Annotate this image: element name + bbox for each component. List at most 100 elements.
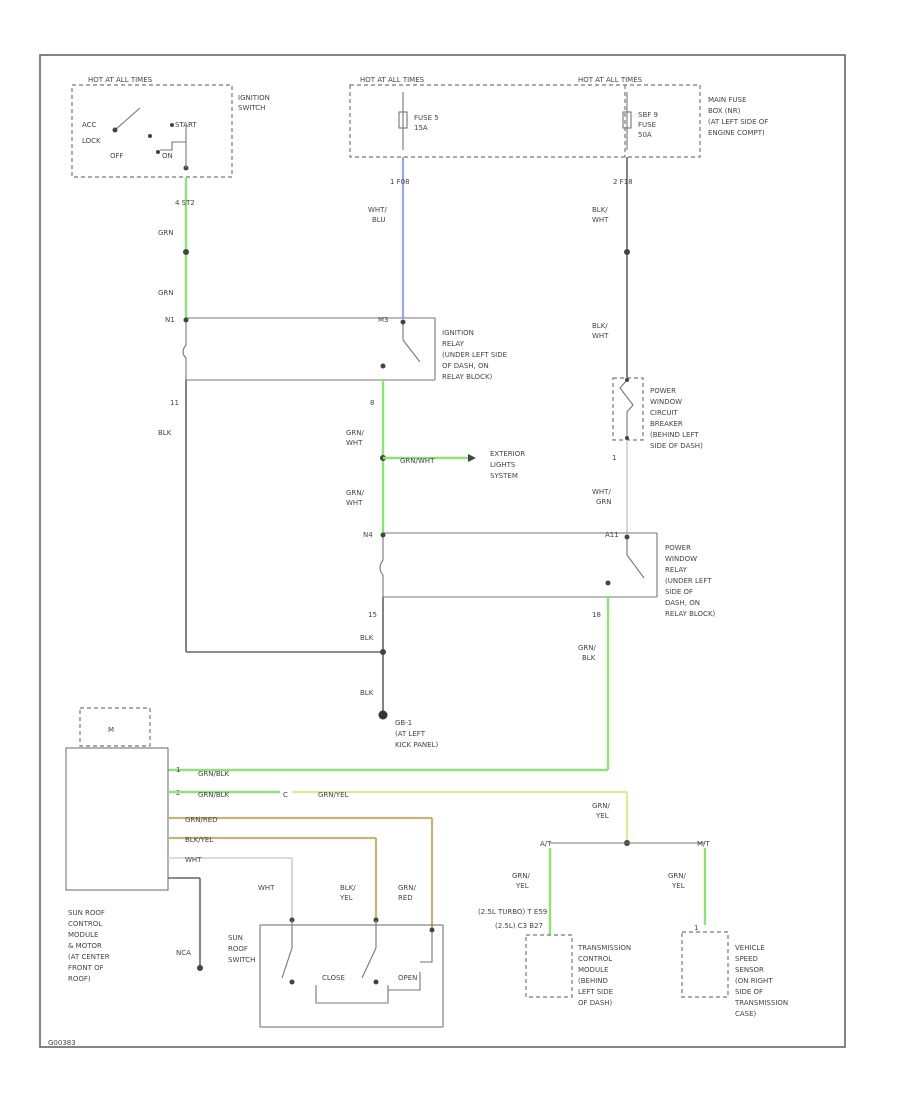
wire-label-grn-red: GRN/RED bbox=[185, 816, 218, 824]
wire-label-blk-wht-1a: BLK/ bbox=[592, 206, 608, 214]
wire-label-blk-1: BLK bbox=[158, 429, 172, 437]
wire-label-grn-yel-4b: YEL bbox=[671, 882, 685, 890]
close-label: CLOSE bbox=[322, 974, 345, 982]
wire-label-wht-grn-b: GRN bbox=[596, 498, 612, 506]
conn-sbf9-label: 2 F18 bbox=[613, 178, 633, 186]
open-label: OPEN bbox=[398, 974, 417, 982]
wire-label-grn-wht-2a: GRN/ bbox=[346, 489, 365, 497]
pw-breaker-label-1: POWER bbox=[650, 387, 676, 395]
wire-label-grn-yel: GRN/YEL bbox=[318, 791, 349, 799]
wire-label-grn-1: GRN bbox=[158, 229, 174, 237]
pw-relay-label-7: RELAY BLOCK) bbox=[665, 610, 716, 618]
turbo-note-2: (2.5L) C3 B27 bbox=[495, 922, 543, 930]
pw-relay-pin-left: N4 bbox=[363, 531, 373, 539]
ign-relay-label-4: OF DASH, ON bbox=[442, 362, 489, 370]
wire-label-grn-blk-b: BLK bbox=[582, 654, 596, 662]
sunroof-switch-label-1: SUN bbox=[228, 934, 243, 942]
pw-relay-label-1: POWER bbox=[665, 544, 691, 552]
diagram-frame bbox=[39, 54, 846, 1048]
breaker-pin-label: 1 bbox=[612, 454, 616, 462]
tcm-label-4: (BEHIND bbox=[578, 977, 608, 985]
ignition-switch-label-2: SWITCH bbox=[238, 104, 265, 112]
vss-label-5: SIDE OF bbox=[735, 988, 763, 996]
wire-label-wht-2: WHT bbox=[258, 884, 275, 892]
fuse-box: HOT AT ALL TIMES HOT AT ALL TIMES FUSE 5… bbox=[349, 76, 768, 158]
pw-relay-label-2: WINDOW bbox=[665, 555, 697, 563]
splice-at-label: A/T bbox=[540, 840, 552, 848]
sunroof-switch-label-2: ROOF bbox=[228, 945, 248, 953]
hot-label-ignition: HOT AT ALL TIMES bbox=[88, 76, 153, 84]
tcm-label-1: TRANSMISSION bbox=[577, 944, 631, 952]
fuse5-amp: 15A bbox=[414, 124, 428, 132]
tcm-label-2: CONTROL bbox=[578, 955, 612, 963]
module-label-2: CONTROL bbox=[68, 920, 102, 928]
main-fuse-box-label-4: ENGINE COMPT) bbox=[708, 129, 765, 137]
off-label: OFF bbox=[110, 152, 124, 160]
module-label-5: (AT CENTER bbox=[68, 953, 110, 961]
wire-label-blk-2: BLK bbox=[360, 634, 374, 642]
acc-label: ACC bbox=[82, 121, 97, 129]
transmission-control-module: TRANSMISSION CONTROL MODULE (BEHIND LEFT… bbox=[525, 934, 631, 1007]
pin-18-label: 18 bbox=[592, 611, 601, 619]
pin-15-label: 15 bbox=[368, 611, 377, 619]
wire-label-grn-yel-3b: YEL bbox=[515, 882, 529, 890]
sunroof-switch-label-3: SWITCH bbox=[228, 956, 255, 964]
tcm-label-6: OF DASH) bbox=[578, 999, 613, 1007]
vss-label-6: TRANSMISSION bbox=[734, 999, 788, 1007]
wire-label-blk-yel: BLK/YEL bbox=[185, 836, 213, 844]
module-label-1: SUN ROOF bbox=[68, 909, 105, 917]
wire-label-grn-blk-3: GRN/BLK bbox=[198, 791, 230, 799]
wire-label-grn-yel-3a: GRN/ bbox=[512, 872, 531, 880]
pw-breaker-label-5: (BEHIND LEFT bbox=[650, 431, 699, 439]
wire-label-blk-yel-2b: YEL bbox=[339, 894, 353, 902]
wire-label-grn-yel-2b: YEL bbox=[595, 812, 609, 820]
power-window-relay: N4 A11 POWER WINDOW RELAY (UNDER LEFT SI… bbox=[363, 531, 716, 618]
wire-label-blk-yel-2a: BLK/ bbox=[340, 884, 356, 892]
wire-label-grn-wht-2b: WHT bbox=[346, 499, 363, 507]
connector-c: C bbox=[283, 791, 288, 799]
wire-label-grn-blk-a: GRN/ bbox=[578, 644, 597, 652]
exterior-label-3: SYSTEM bbox=[490, 472, 518, 480]
vss-label-3: SENSOR bbox=[735, 966, 764, 974]
pin-11-label: 11 bbox=[170, 399, 179, 407]
pw-relay-label-4: (UNDER LEFT bbox=[665, 577, 712, 585]
wire-label-blk-wht-2a: BLK/ bbox=[592, 322, 608, 330]
pw-relay-label-6: DASH, ON bbox=[665, 599, 700, 607]
wire-label-grn-2: GRN bbox=[158, 289, 174, 297]
ign-relay-label-5: RELAY BLOCK) bbox=[442, 373, 493, 381]
on-label: ON bbox=[162, 152, 173, 160]
hot-label-main-right: HOT AT ALL TIMES bbox=[578, 76, 643, 84]
vss-pin-label: 1 bbox=[694, 924, 698, 932]
wire-label-grn-blk-2: GRN/BLK bbox=[198, 770, 230, 778]
sbf9-amp: 50A bbox=[638, 131, 652, 139]
wire-label-wht-grn-a: WHT/ bbox=[592, 488, 611, 496]
pw-breaker-label-3: CIRCUIT bbox=[650, 409, 679, 417]
conn-fuse5-label: 1 F08 bbox=[390, 178, 410, 186]
wire-label-grn-red-2b: RED bbox=[398, 894, 413, 902]
ign-relay-pin-left: N1 bbox=[165, 316, 175, 324]
nca-label: NCA bbox=[176, 949, 191, 957]
ign-pin-label: 4 ST2 bbox=[175, 199, 195, 207]
tcm-label-3: MODULE bbox=[578, 966, 608, 974]
ground-symbol bbox=[378, 710, 388, 720]
exterior-label-1: EXTERIOR bbox=[490, 450, 525, 458]
vss-label-1: VEHICLE bbox=[735, 944, 765, 952]
ign-relay-label-1: IGNITION bbox=[442, 329, 474, 337]
wire-label-grn-wht-1b: WHT bbox=[346, 439, 363, 447]
sbf9-name: SBF 9 bbox=[638, 111, 658, 119]
ground-label-3: KICK PANEL) bbox=[395, 741, 438, 749]
main-fuse-box-label-1: MAIN FUSE bbox=[708, 96, 746, 104]
main-fuse-box-label-3: (AT LEFT SIDE OF bbox=[708, 118, 768, 126]
pw-breaker-label-2: WINDOW bbox=[650, 398, 682, 406]
vehicle-speed-sensor: 1 VEHICLE SPEED SENSOR (ON RIGHT SIDE OF… bbox=[681, 924, 788, 1018]
turbo-note-1: (2.5L TURBO) T E59 bbox=[478, 908, 547, 916]
splice-mt-label: M/T bbox=[697, 840, 710, 848]
footer-id: G00383 bbox=[48, 1039, 76, 1047]
wire-label-blk-wht-1b: WHT bbox=[592, 216, 609, 224]
wire-label-wht: WHT bbox=[185, 856, 202, 864]
vss-label-4: (ON RIGHT bbox=[735, 977, 773, 985]
exterior-label-2: LIGHTS bbox=[490, 461, 516, 469]
pw-relay-label-3: RELAY bbox=[665, 566, 688, 574]
pw-relay-label-5: SIDE OF bbox=[665, 588, 693, 596]
